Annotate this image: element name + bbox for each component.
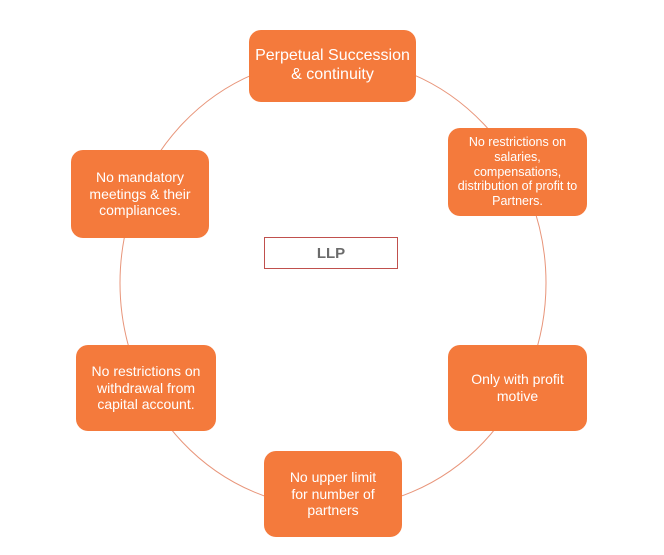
node-mandatory-meetings-text: No mandatory meetings & their compliance… [89,169,191,219]
center-llp-box: LLP [264,237,398,269]
node-salaries-restrictions-text: No restrictions on salaries, compensatio… [457,135,578,209]
node-salaries-restrictions: No restrictions on salaries, compensatio… [448,128,587,216]
node-upper-limit-text: No upper limit for number of partners [289,469,377,519]
node-mandatory-meetings: No mandatory meetings & their compliance… [71,150,209,238]
node-perpetual-succession-text: Perpetual Succession & continuity [255,47,410,83]
center-llp-label: LLP [316,244,346,262]
node-upper-limit: No upper limit for number of partners [264,451,402,537]
node-withdrawal-restrictions: No restrictions on withdrawal from capit… [76,345,216,431]
node-withdrawal-restrictions-text: No restrictions on withdrawal from capit… [91,363,201,413]
node-profit-motive-text: Only with profit motive [471,371,564,404]
node-profit-motive: Only with profit motive [448,345,587,431]
node-perpetual-succession: Perpetual Succession & continuity [249,30,416,102]
